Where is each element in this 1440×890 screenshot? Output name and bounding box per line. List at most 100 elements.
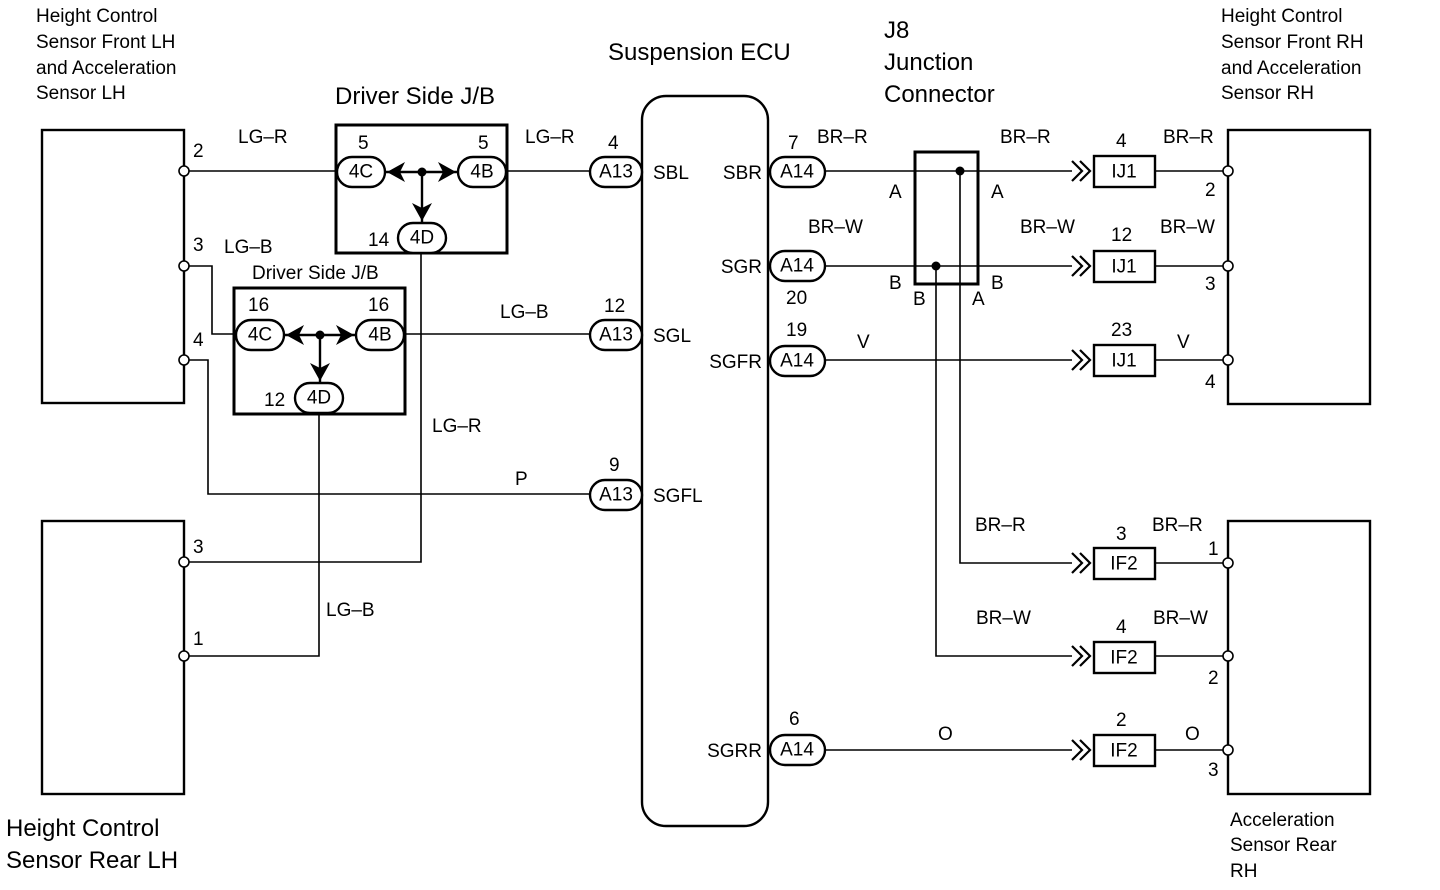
jb-bottom-arrow-down bbox=[310, 363, 330, 381]
wire-label-sgr: BR–W bbox=[808, 217, 863, 238]
junction-b-left: B bbox=[889, 273, 902, 294]
chevron-icon bbox=[1071, 645, 1092, 667]
wire-label-end-1: BR–W bbox=[1160, 217, 1215, 238]
wire-label-end-5: O bbox=[1185, 724, 1200, 745]
chevron-icon bbox=[1071, 255, 1092, 277]
sensor-rear-rh-title-1: Acceleration bbox=[1230, 810, 1335, 831]
ecu-sgfr-pin: 19 bbox=[786, 320, 807, 341]
ecu-a13-sgfl-label: A13 bbox=[599, 485, 633, 506]
pin-terminal[interactable] bbox=[1222, 260, 1234, 272]
junction-b-bottom: B bbox=[913, 289, 926, 310]
wire-label-sgl: LG–B bbox=[500, 302, 549, 323]
ecu-a14-sgrr-connector[interactable] bbox=[768, 733, 827, 767]
sensor-front-rh-title-1: Height Control bbox=[1221, 6, 1342, 27]
pin-terminal[interactable] bbox=[1222, 557, 1234, 569]
ecu-sgrr-terminal: SGRR bbox=[707, 741, 762, 762]
junction-b-right: B bbox=[991, 273, 1004, 294]
jb-top-arrow-left bbox=[387, 162, 405, 182]
wire-junction-a-to-if2 bbox=[959, 171, 1072, 564]
ecu-a14-sgfr-connector[interactable] bbox=[768, 344, 827, 378]
sensor-rear-rh-body[interactable] bbox=[1226, 519, 1372, 796]
pin-terminal[interactable] bbox=[178, 650, 190, 662]
pin-terminal[interactable] bbox=[1222, 744, 1234, 756]
ecu-a14-sbr-connector[interactable] bbox=[768, 155, 827, 189]
wire-label-mid-0: BR–R bbox=[1000, 127, 1051, 148]
junction-dot-a bbox=[955, 166, 965, 176]
front-rh-pin-4: 4 bbox=[1205, 372, 1216, 393]
pin-terminal[interactable] bbox=[178, 260, 190, 272]
ecu-a13-sgl-connector[interactable] bbox=[588, 318, 644, 352]
wire-jb4d-to-rear1 bbox=[184, 414, 320, 657]
pin-terminal[interactable] bbox=[1222, 650, 1234, 662]
ecu-a14-sgr-connector[interactable] bbox=[768, 249, 827, 283]
chevron-icon bbox=[1071, 552, 1092, 574]
junction-title-2: Junction bbox=[884, 49, 973, 76]
jb-top-pin-4c: 5 bbox=[358, 133, 369, 154]
jb-bottom-node bbox=[315, 330, 325, 340]
rear-lh-pin-3: 3 bbox=[193, 537, 204, 558]
sensor-front-lh-title-1: Height Control bbox=[36, 6, 157, 27]
jb-bottom-4b-label: 4B bbox=[368, 325, 391, 346]
jb-bottom-4d-label: 4D bbox=[307, 388, 331, 409]
wire-junction-b-to-if2 bbox=[935, 266, 1072, 657]
right-connectors: IJ1 4 IJ1 12 IJ1 23 IF2 3 IF2 4 IF2 2 bbox=[1071, 131, 1157, 768]
ecu-sgr-pin: 20 bbox=[786, 288, 807, 309]
junction-dot-b bbox=[931, 261, 941, 271]
ecu-sgfl-pin: 9 bbox=[609, 455, 620, 476]
sensor-front-rh-body[interactable] bbox=[1226, 128, 1372, 406]
chevron-icon bbox=[1071, 349, 1092, 371]
if2-pin-3: 2 bbox=[1116, 710, 1127, 731]
if2-pin-1: 3 bbox=[1116, 524, 1127, 545]
ecu-a13-sgfl-connector[interactable] bbox=[588, 478, 644, 512]
if2-connector-2[interactable] bbox=[1092, 640, 1157, 675]
pin-terminal[interactable] bbox=[178, 354, 190, 366]
ecu-sbr-pin: 7 bbox=[788, 133, 799, 154]
ecu-sgfl-terminal: SGFL bbox=[653, 486, 703, 507]
ecu-a13-sbl-label: A13 bbox=[599, 162, 633, 183]
pin-terminal[interactable] bbox=[1222, 165, 1234, 177]
junction-connector-box[interactable] bbox=[913, 150, 980, 286]
pin-terminal[interactable] bbox=[178, 556, 190, 568]
wire-label-end-2: V bbox=[1177, 332, 1190, 353]
jb-top-pin-4b: 5 bbox=[478, 133, 489, 154]
wire-label-sgfr: V bbox=[857, 332, 870, 353]
sensor-front-lh-body[interactable] bbox=[40, 128, 186, 405]
suspension-ecu-body[interactable] bbox=[640, 94, 770, 828]
wire-label-sgfl: P bbox=[515, 469, 528, 490]
jb-bottom-pin-4d: 12 bbox=[264, 390, 285, 411]
sensor-rear-rh-title-3: RH bbox=[1230, 861, 1257, 882]
ij1-label-3: IJ1 bbox=[1111, 351, 1136, 372]
sensor-rear-lh-title-1: Height Control bbox=[6, 815, 159, 842]
ij1-pin-3: 23 bbox=[1111, 320, 1132, 341]
ij1-connector-3[interactable] bbox=[1092, 343, 1157, 378]
component-titles: Height Control Sensor Front LH and Accel… bbox=[6, 6, 1364, 882]
ecu-a13-sbl-connector[interactable] bbox=[588, 155, 644, 189]
if2-label-2: IF2 bbox=[1110, 648, 1137, 669]
chevron-icon bbox=[1071, 739, 1092, 761]
wire-label-lgr-rear: LG–R bbox=[432, 416, 482, 437]
sensor-rear-lh-body[interactable] bbox=[40, 519, 186, 796]
ecu-sbr-terminal: SBR bbox=[723, 163, 762, 184]
jb-bottom-internals: 4C 4B 4D 16 16 12 bbox=[234, 295, 406, 415]
jb-bottom-arrow-right bbox=[336, 325, 354, 345]
ecu-sgr-terminal: SGR bbox=[721, 257, 762, 278]
ij1-connector-1[interactable] bbox=[1092, 154, 1157, 189]
ecu-a14-sgfr-label: A14 bbox=[780, 351, 814, 372]
ij1-label-2: IJ1 bbox=[1111, 257, 1136, 278]
sensor-front-lh-title-4: Sensor LH bbox=[36, 83, 126, 104]
ij1-pin-2: 12 bbox=[1111, 225, 1132, 246]
pin-terminal[interactable] bbox=[1222, 354, 1234, 366]
sensor-front-lh-title-2: Sensor Front LH bbox=[36, 32, 175, 53]
ecu-right-connectors: A14 7 SBR A14 20 SGR A14 19 SGFR A14 6 S… bbox=[707, 133, 827, 767]
if2-connector-1[interactable] bbox=[1092, 546, 1157, 581]
junction-a-left: A bbox=[889, 182, 902, 203]
pin-terminal[interactable] bbox=[178, 165, 190, 177]
sensor-pin-numbers: 2 3 4 3 1 2 3 4 1 2 3 bbox=[193, 141, 1219, 781]
if2-connector-3[interactable] bbox=[1092, 733, 1157, 768]
sensor-rear-lh-title-2: Sensor Rear LH bbox=[6, 847, 178, 874]
rear-rh-pin-3: 3 bbox=[1208, 760, 1219, 781]
ij1-connector-2[interactable] bbox=[1092, 249, 1157, 284]
if2-label-1: IF2 bbox=[1110, 554, 1137, 575]
front-rh-pin-2: 2 bbox=[1205, 180, 1216, 201]
